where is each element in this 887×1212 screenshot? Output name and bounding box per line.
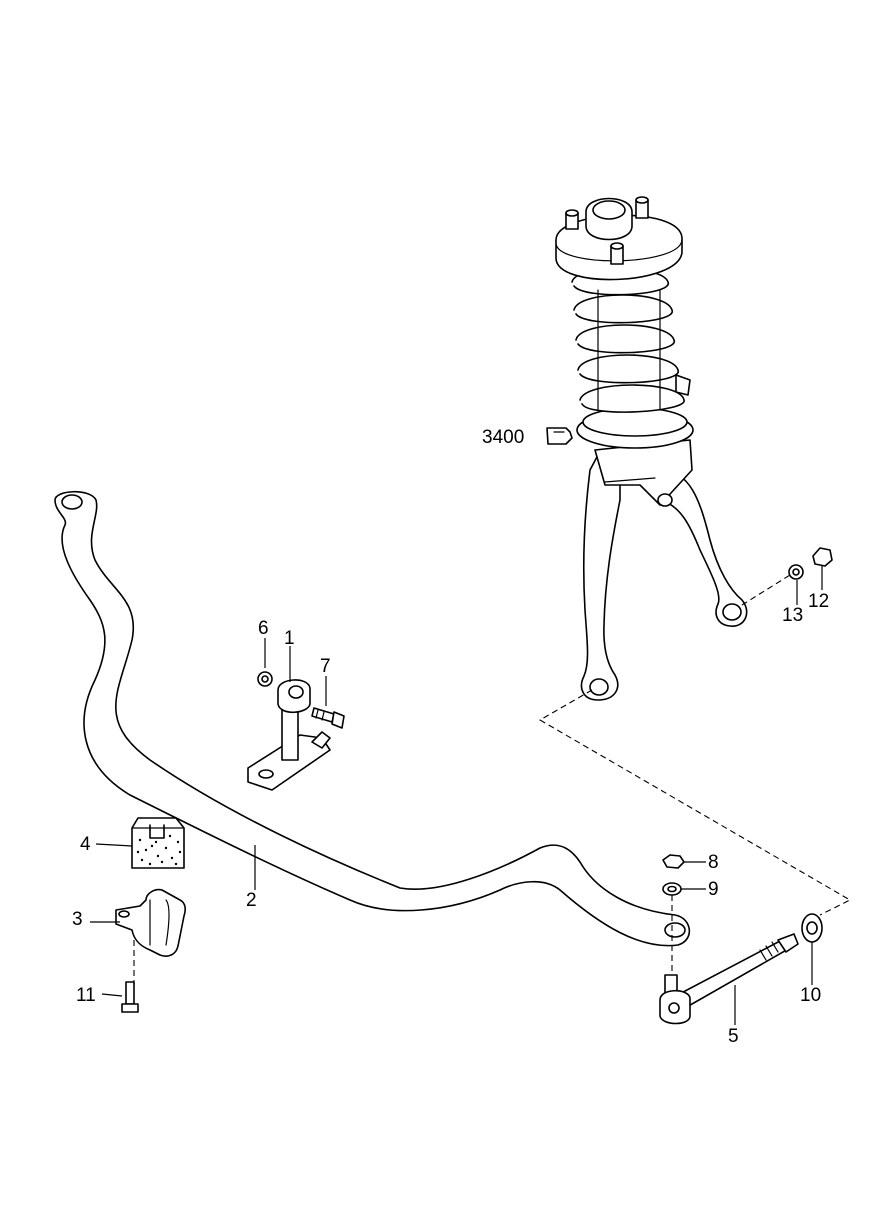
stabilizer-link-bracket[interactable]	[247, 679, 331, 791]
label-7: 7	[320, 656, 331, 677]
stabilizer-bar[interactable]	[54, 490, 691, 947]
link-nut[interactable]	[257, 671, 273, 687]
link-nut-8[interactable]	[662, 854, 685, 869]
stabilizer-bushing[interactable]	[131, 817, 185, 869]
label-11: 11	[76, 985, 96, 1006]
nut-12[interactable]	[812, 547, 833, 567]
label-1: 1	[284, 628, 295, 649]
label-12: 12	[808, 591, 829, 612]
relation-lines	[133, 574, 852, 985]
link-bolt[interactable]	[311, 707, 345, 729]
bracket-bolt[interactable]	[121, 981, 139, 1013]
part-labels: 1 2 3 4 5 6 7 8 9 10 11 12 13 3400	[72, 427, 829, 1047]
stabilizer-link-rod[interactable]	[659, 933, 799, 1025]
label-10: 10	[800, 985, 821, 1006]
washer-9[interactable]	[662, 882, 682, 896]
label-5: 5	[728, 1026, 739, 1047]
label-8: 8	[708, 852, 719, 873]
label-4: 4	[80, 834, 91, 855]
label-9: 9	[708, 879, 719, 900]
washer-13[interactable]	[788, 564, 804, 580]
label-2: 2	[246, 890, 257, 911]
label-13: 13	[782, 605, 803, 626]
part-3400-pointer	[546, 427, 573, 445]
label-6: 6	[258, 618, 269, 639]
stabilizer-bracket[interactable]	[115, 888, 186, 957]
washer-10[interactable]	[801, 913, 823, 943]
leader-lines	[90, 566, 823, 1025]
label-3: 3	[72, 909, 83, 930]
label-3400: 3400	[482, 427, 524, 448]
strut-assembly[interactable]	[555, 196, 748, 701]
